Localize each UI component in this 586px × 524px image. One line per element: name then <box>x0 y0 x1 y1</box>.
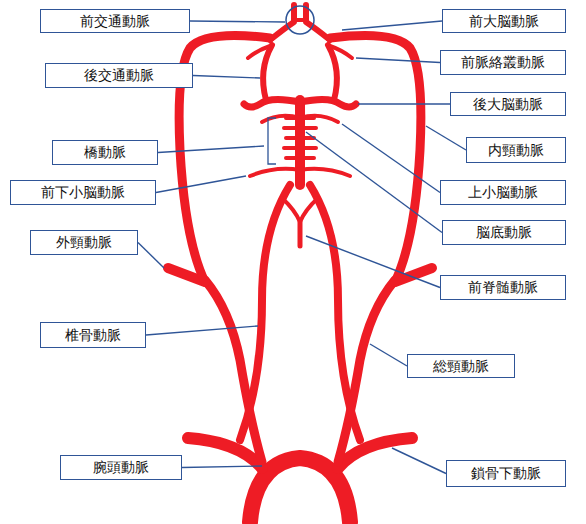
label-box: 後交通動脈 <box>45 63 193 88</box>
label-box: 総頸動脈 <box>407 354 515 378</box>
label-box: 前交通動脈 <box>40 9 190 33</box>
artery-name: 橋動脈 <box>84 144 126 161</box>
label-box: 鎖骨下動脈 <box>446 460 566 487</box>
artery-name: 鎖骨下動脈 <box>471 465 541 482</box>
label-box: 内頸動脈 <box>466 137 566 163</box>
label-box: 外頸動脈 <box>30 230 138 255</box>
artery-name: 前大脳動脈 <box>469 13 539 30</box>
leader-line <box>138 243 164 269</box>
artery-name: 前交通動脈 <box>80 13 150 30</box>
label-box: 上小脳動脈 <box>440 180 566 205</box>
label-box: 前脊髄動脈 <box>440 275 566 300</box>
artery-name: 椎骨動脈 <box>65 327 121 344</box>
artery-name: 前脊髄動脈 <box>468 279 538 296</box>
leader-line <box>146 326 258 335</box>
artery-name: 後大脳動脈 <box>473 96 543 113</box>
artery-name: 外頸動脈 <box>56 234 112 251</box>
label-box: 後大脳動脈 <box>450 92 566 116</box>
artery-name: 腕頭動脈 <box>93 459 149 476</box>
artery-name: 後交通動脈 <box>84 67 154 84</box>
leader-line <box>158 146 264 153</box>
leader-line <box>370 344 407 366</box>
leader-line <box>426 126 466 150</box>
artery-name: 内頸動脈 <box>488 142 544 159</box>
label-box: 前脈絡叢動脈 <box>440 50 566 75</box>
label-box: 前大脳動脈 <box>442 9 566 33</box>
artery-name: 前下小脳動脈 <box>41 184 125 201</box>
label-box: 橋動脈 <box>52 140 158 165</box>
leader-line <box>190 21 285 22</box>
label-box: 腕頭動脈 <box>60 455 182 480</box>
leader-line <box>356 58 440 63</box>
leader-line <box>193 76 260 79</box>
artery-name: 前脈絡叢動脈 <box>461 54 545 71</box>
leader-line <box>156 176 246 193</box>
leader-line <box>306 236 440 288</box>
label-box: 前下小脳動脈 <box>10 180 156 205</box>
leader-line <box>392 448 446 474</box>
leader-line <box>306 132 442 233</box>
artery-name: 総頸動脈 <box>433 358 489 375</box>
leader-line <box>358 103 450 104</box>
leader-line <box>342 124 440 193</box>
label-box: 椎骨動脈 <box>40 322 146 348</box>
artery-name: 脳底動脈 <box>476 224 532 241</box>
artery-name: 上小脳動脈 <box>468 184 538 201</box>
leader-line <box>342 21 442 30</box>
label-box: 脳底動脈 <box>442 220 566 245</box>
leader-line <box>182 466 262 468</box>
